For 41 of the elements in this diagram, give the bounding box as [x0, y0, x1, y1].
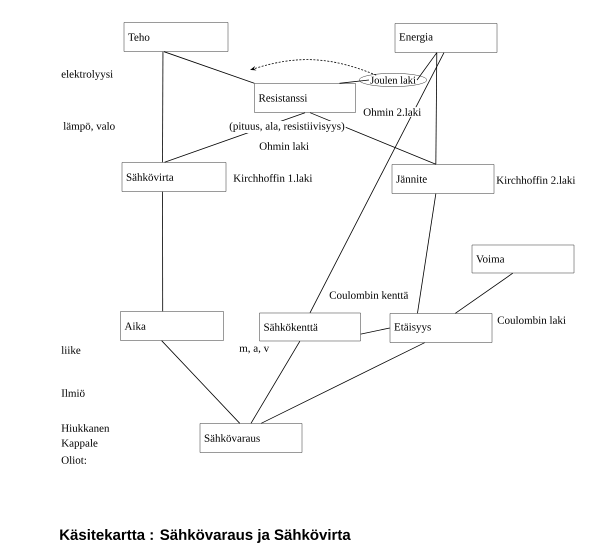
- concept-box: Etäisyys: [390, 313, 492, 343]
- connector-line: [339, 80, 370, 84]
- concept-box: Sähkökenttä: [259, 312, 361, 342]
- label-text: (pituus, ala, resistiivisyys): [228, 121, 346, 133]
- label-text: m, a, v: [238, 346, 270, 354]
- label-text: liike: [60, 345, 82, 355]
- connector-line: [162, 51, 164, 163]
- concept-box: Voima: [472, 244, 574, 274]
- label-text: Hiukkanen: [60, 423, 110, 433]
- connector-line: [454, 272, 514, 314]
- label-text: Oliot:: [60, 455, 88, 465]
- concept-box: Jännite: [392, 164, 494, 194]
- connector-line: [416, 52, 438, 80]
- label-text: Kirchhoffin 2.laki: [495, 175, 576, 185]
- connector-line: [435, 52, 438, 165]
- concept-box: Teho: [124, 22, 228, 52]
- connector-line: [250, 340, 300, 424]
- connector-line: [161, 340, 240, 424]
- concept-box: Resistanssi: [254, 83, 356, 113]
- label-text: elektrolyysi: [60, 69, 114, 81]
- connector-line: [164, 51, 255, 84]
- label-text: Ilmiö: [60, 388, 86, 398]
- label-text: Kappale: [60, 438, 99, 450]
- concept-box: Sähkövaraus: [200, 423, 302, 453]
- connector-line: [310, 112, 436, 165]
- connector-line: [310, 52, 444, 314]
- connector-line: [417, 193, 436, 314]
- ellipse-node: Joulen laki: [359, 73, 427, 87]
- connector-line: [260, 342, 426, 424]
- label-text: Ohmin laki: [258, 141, 310, 151]
- concept-box: Sähkövirta: [122, 162, 226, 192]
- concept-box: Energia: [394, 23, 498, 53]
- label-text: lämpö, valo: [62, 121, 116, 133]
- label-text: Kirchhoffin 1.laki: [232, 173, 314, 183]
- label-text: Coulombin kenttä: [328, 290, 410, 300]
- title: Käsitekartta : Sähkövaraus ja Sähkövirta: [60, 529, 351, 543]
- concept-box: Aika: [120, 311, 224, 341]
- connector-line: [162, 191, 164, 312]
- label-text: Coulombin laki: [496, 315, 567, 325]
- label-text: Ohmin 2.laki: [362, 107, 422, 117]
- connector-line: [360, 328, 390, 334]
